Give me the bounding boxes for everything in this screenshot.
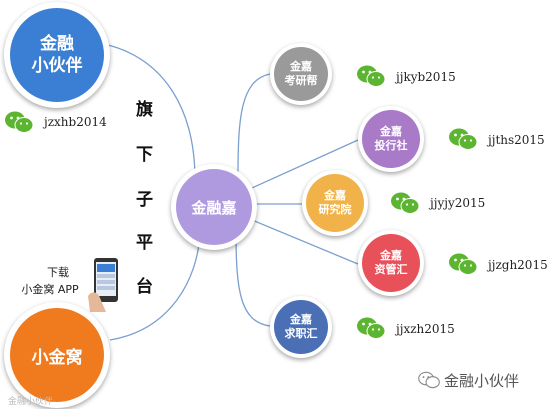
vertical-char-5: 台 — [136, 277, 153, 297]
vertical-char-1: 旗 — [136, 100, 153, 120]
wechat-id: jjkyb2015 — [396, 70, 456, 84]
wechat-icon — [449, 253, 478, 275]
watermark-wechat-icon — [418, 371, 440, 389]
phone-icon[interactable] — [86, 256, 128, 314]
node-center-jinrongjia[interactable]: 金融嘉 — [176, 169, 252, 245]
connector-left-bottom — [109, 231, 201, 341]
wechat-id: jjyjy2015 — [430, 196, 486, 210]
node-touhangshe[interactable]: 金嘉 投行社 — [362, 110, 420, 168]
wechat-id: jjzgh2015 — [488, 258, 548, 272]
download-caption-line2: 小金窝 APP — [21, 283, 79, 296]
wechat-id: jjxzh2015 — [396, 322, 455, 336]
node-line1: 金嘉 — [380, 125, 402, 138]
node-label: 小金窝 — [31, 347, 83, 368]
vertical-char-2: 下 — [136, 145, 153, 165]
node-line2: 资管汇 — [374, 263, 408, 276]
wechat-id: jzxhb2014 — [44, 115, 107, 129]
wechat-id: jjths2015 — [488, 133, 545, 147]
vertical-char-3: 子 — [136, 190, 153, 210]
wechat-icon — [5, 111, 34, 133]
wechat-icon — [357, 317, 386, 339]
connector-left-top — [107, 44, 196, 181]
node-kaoyanbang[interactable]: 金嘉 考研帮 — [274, 47, 328, 101]
node-line1: 金嘉 — [324, 189, 346, 202]
node-yanjiuyuan[interactable]: 金嘉 研究院 — [306, 174, 364, 232]
center-label: 金融嘉 — [191, 198, 237, 217]
node-ziguanhui[interactable]: 金嘉 资管汇 — [362, 234, 420, 292]
wechat-icon — [449, 128, 478, 150]
node-line2: 求职汇 — [284, 327, 318, 340]
watermark-text: 金融小伙伴 — [444, 372, 520, 390]
node-xiaojinwo[interactable]: 小金窝 — [10, 308, 104, 402]
node-line1: 金融 — [40, 34, 74, 54]
node-line2: 投行社 — [374, 139, 408, 152]
node-line2: 研究院 — [318, 203, 352, 216]
node-qiuzhihui[interactable]: 金嘉 求职汇 — [274, 300, 328, 354]
node-line1: 金嘉 — [290, 313, 312, 326]
connector-touhang — [251, 139, 359, 189]
connector-qiuzhi — [235, 231, 271, 327]
wechat-icon — [391, 192, 420, 214]
node-jinrong-xiaohuoban[interactable]: 金融 小伙伴 — [10, 8, 104, 102]
connector-kaoyan — [237, 73, 271, 179]
connector-ziguan — [251, 219, 359, 265]
vertical-char-4: 平 — [136, 233, 153, 253]
node-line1: 金嘉 — [380, 249, 402, 262]
node-line2: 考研帮 — [284, 74, 318, 87]
download-caption-line1: 下载 — [47, 266, 69, 279]
node-line1: 金嘉 — [290, 60, 312, 73]
bottom-left-mark: 金融小伙伴 — [8, 397, 54, 407]
wechat-icon — [357, 65, 386, 87]
node-line2: 小伙伴 — [31, 56, 83, 76]
